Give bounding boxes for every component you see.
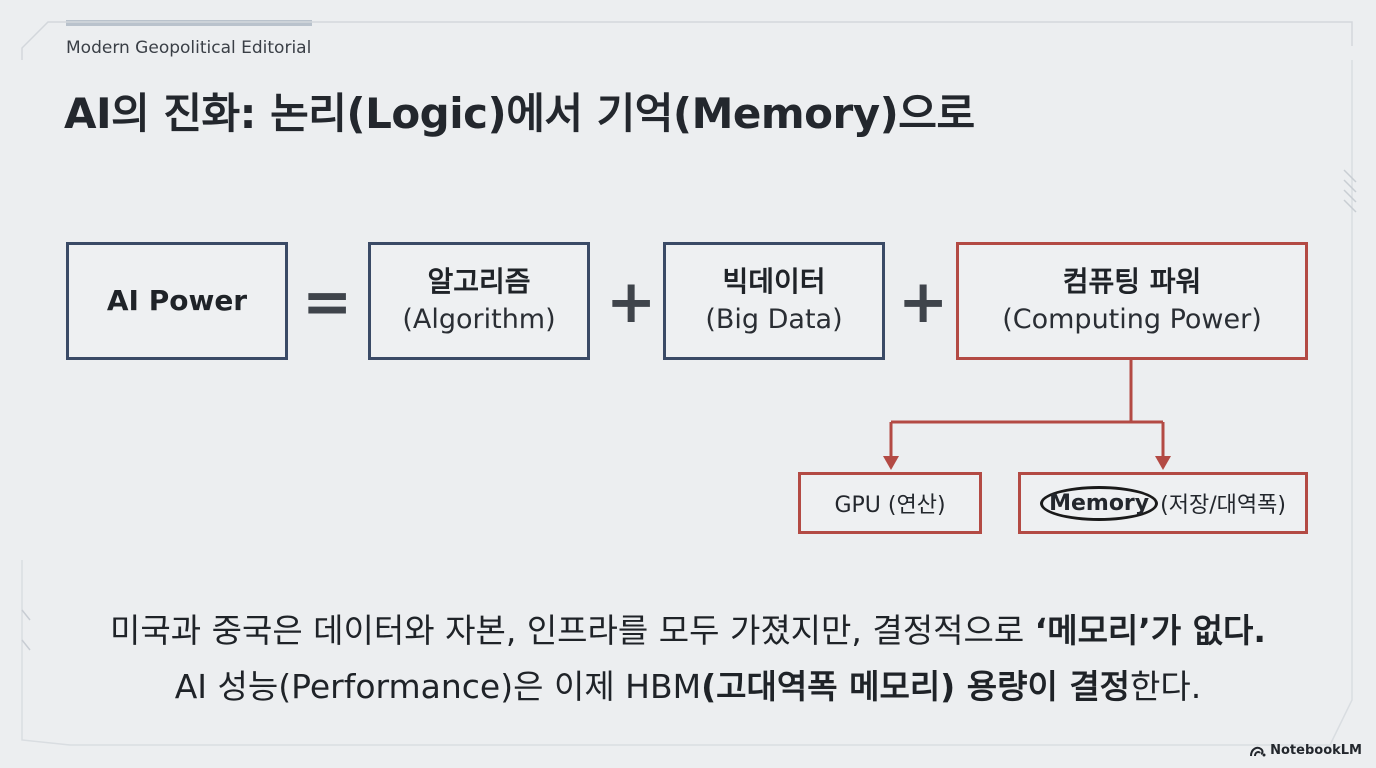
branch-connector [889,359,1165,458]
slide-title: AI의 진화: 논리(Logic)에서 기억(Memory)으로 [64,89,975,138]
algorithm-box: 알고리즘 (Algorithm) [368,242,590,360]
plus-sign-1: + [606,267,657,337]
algorithm-sub-label: (Algorithm) [402,304,556,335]
computing-power-sub-label: (Computing Power) [1002,304,1262,335]
caption-line-2-emphasis: (고대역폭 메모리) 용량이 결정 [701,667,1131,706]
caption-line-1-text: 미국과 중국은 데이터와 자본, 인프라를 모두 가졌지만, 결정적으로 [110,611,1035,650]
algorithm-main-label: 알고리즘 [427,265,531,298]
caption-line-1-emphasis: ‘메모리’가 없다. [1034,611,1266,650]
memory-highlight-label: Memory [1040,485,1159,521]
brand-watermark: NotebookLM [1250,743,1362,758]
top-accent-bar [66,20,312,26]
big-data-sub-label: (Big Data) [705,304,843,335]
frame-right-line [70,60,1353,746]
arrowhead-gpu [883,456,899,470]
arrowhead-memory [1155,456,1171,470]
caption-line-2-text: AI 성능(Performance)은 이제 HBM [174,667,702,706]
caption-line-2: AI 성능(Performance)은 이제 HBM(고대역폭 메모리) 용량이… [0,660,1376,708]
equals-sign: = [302,267,353,337]
big-data-main-label: 빅데이터 [722,265,826,298]
computing-power-main-label: 컴퓨팅 파워 [1062,265,1202,298]
notebooklm-logo-icon [1250,746,1266,756]
ai-power-label: AI Power [106,284,248,317]
frame-top-line [21,21,1353,60]
gpu-box: GPU (연산) [798,472,982,534]
plus-sign-2: + [898,267,949,337]
caption-line-1: 미국과 중국은 데이터와 자본, 인프라를 모두 가졌지만, 결정적으로 ‘메모… [0,604,1376,652]
caption-line-2-end: 한다. [1130,667,1202,706]
big-data-box: 빅데이터 (Big Data) [663,242,885,360]
memory-detail-label: (저장/대역폭) [1160,493,1286,518]
side-tick-marks [21,169,1357,651]
gpu-label: GPU (연산) [834,493,946,518]
computing-power-box: 컴퓨팅 파워 (Computing Power) [956,242,1308,360]
kicker-label: Modern Geopolitical Editorial [66,38,312,58]
frame-left-line [21,560,71,746]
ai-power-box: AI Power [66,242,288,360]
memory-box: Memory (저장/대역폭) [1018,472,1308,534]
brand-label: NotebookLM [1270,743,1362,758]
